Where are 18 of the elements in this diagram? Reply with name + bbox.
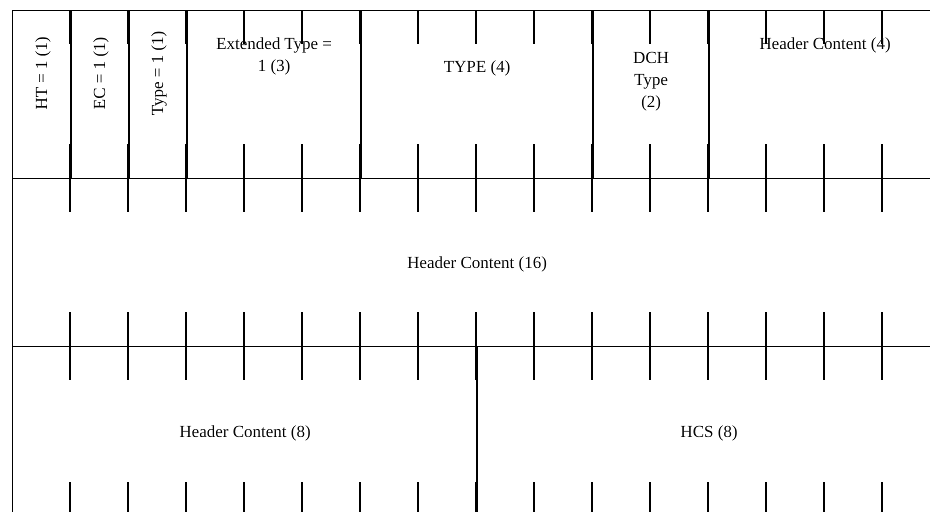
bit-field: [360, 10, 594, 178]
field-label: Header Content (16): [406, 251, 548, 274]
field-label: TYPE (4): [442, 56, 512, 78]
bit-field: [12, 178, 930, 346]
bit-field: [70, 10, 130, 178]
field-label: Header Content (4): [758, 33, 892, 55]
field-label: DCH Type (2): [632, 47, 670, 114]
bit-field: [592, 10, 710, 178]
bit-field: [128, 10, 188, 178]
field-label: Type = 1 (1): [146, 30, 168, 116]
bit-field: [12, 346, 478, 512]
field-label: HCS (8): [679, 420, 739, 442]
field-label: Extended Type = 1 (3): [215, 33, 333, 78]
field-label: Header Content (8): [178, 420, 312, 442]
field-label: HT = 1 (1): [30, 36, 52, 110]
field-label: EC = 1 (1): [88, 36, 110, 110]
bit-field: [186, 10, 362, 178]
bit-field: [12, 10, 72, 178]
